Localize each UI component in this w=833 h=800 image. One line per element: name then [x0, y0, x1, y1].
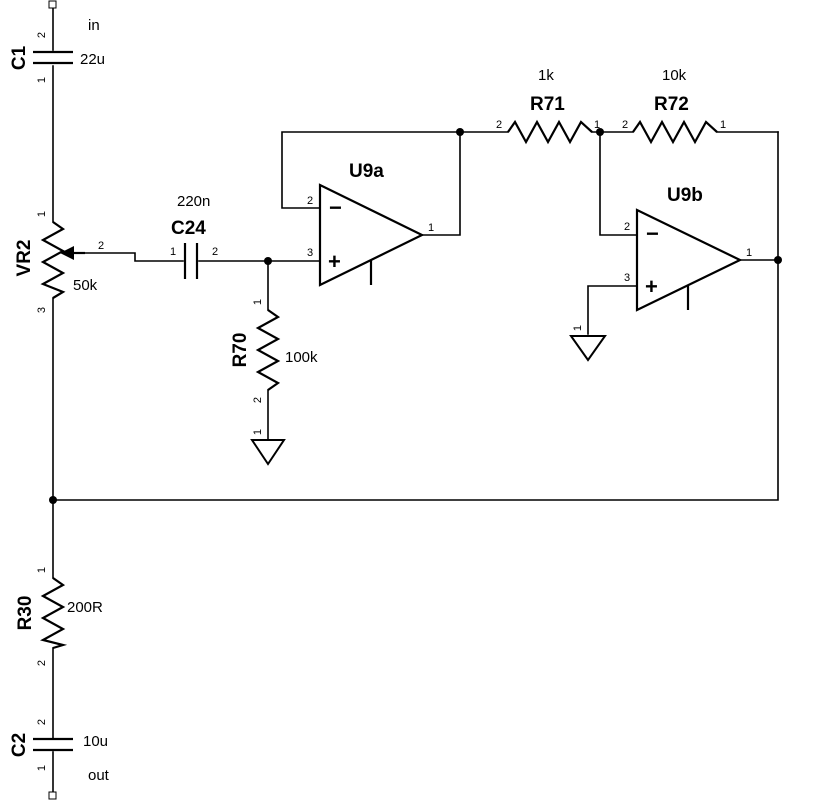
junction-u9b-out [774, 256, 782, 264]
potentiometer-vr2[interactable]: VR2 50k 1 2 3 [14, 211, 104, 313]
ground-r70-symbol [250, 439, 286, 466]
c24-pin-1: 1 [170, 246, 176, 258]
r30-value: 200R [67, 599, 103, 616]
wires [52, 7, 779, 793]
r30-pin-2: 2 [36, 660, 48, 666]
resistor-r70[interactable]: R70 100k 1 2 [230, 299, 318, 403]
wire-u9a-out [421, 131, 461, 236]
port-in-terminal[interactable] [48, 0, 57, 9]
c2-value: 10u [83, 733, 108, 750]
vr2-pin-1: 1 [36, 211, 48, 217]
r72-pin-1: 1 [720, 119, 726, 131]
c1-pin-2: 2 [36, 32, 48, 38]
u9a-ref: U9a [349, 161, 384, 182]
port-out-label: out [88, 767, 110, 784]
u9a-noninv-sign: + [328, 249, 341, 274]
wire-feedback-return [52, 259, 779, 501]
opamp-u9a[interactable]: − + U9a 2 3 1 [307, 161, 434, 287]
junction-u9a-feedback [456, 128, 464, 136]
capacitor-c2[interactable]: C2 10u 2 1 [9, 719, 108, 771]
r71-ref: R71 [530, 94, 565, 115]
u9b-inv-sign: − [646, 221, 659, 246]
r71-pin-1: 1 [594, 119, 600, 131]
port-out[interactable]: out [48, 767, 110, 800]
r70-pin-2: 2 [252, 397, 264, 403]
opamp-u9b[interactable]: − + U9b 2 3 1 [624, 185, 752, 312]
u9a-pin-2: 2 [307, 195, 313, 207]
vr2-wiper-arrow [60, 246, 74, 260]
ground-u9b: 1 [569, 325, 607, 362]
ground-u9b-pin: 1 [572, 325, 584, 331]
junction-feedback-left [49, 496, 57, 504]
vr2-pin-2: 2 [98, 240, 104, 252]
c24-pin-2: 2 [212, 246, 218, 258]
junction-c24-r70 [264, 257, 272, 265]
wire-u9a-feedback [281, 131, 461, 209]
ground-r70: 1 [250, 429, 286, 466]
port-in[interactable]: in [48, 0, 100, 34]
c1-ref: C1 [9, 45, 30, 70]
c24-value: 220n [177, 193, 210, 210]
c2-ref: C2 [9, 733, 30, 757]
u9b-pin-3: 3 [624, 272, 630, 284]
c2-pin-1: 1 [36, 765, 48, 771]
u9b-pin-1: 1 [746, 247, 752, 259]
vr2-pin-3: 3 [36, 307, 48, 313]
r30-zigzag [40, 577, 68, 650]
port-out-terminal[interactable] [48, 791, 57, 800]
u9b-ref: U9b [667, 185, 703, 206]
r70-value: 100k [285, 349, 318, 366]
u9a-inv-sign: − [329, 195, 342, 220]
wire-wiper-c24 [84, 252, 184, 262]
wire-u9b-plus-gnd [587, 285, 638, 335]
vr2-ref: VR2 [14, 240, 35, 277]
capacitor-c1[interactable]: C1 22u 2 1 [9, 32, 105, 83]
u9b-noninv-sign: + [645, 274, 658, 299]
r72-pin-2: 2 [622, 119, 628, 131]
u9a-pin-3: 3 [307, 247, 313, 259]
r71-value: 1k [538, 67, 554, 84]
resistor-r71[interactable]: 1k R71 2 1 [496, 67, 600, 145]
r72-zigzag [632, 119, 718, 145]
u9b-pin-2: 2 [624, 221, 630, 233]
ground-u9b-symbol [569, 335, 607, 362]
c24-ref: C24 [171, 218, 206, 239]
ground-r70-pin: 1 [252, 429, 264, 435]
c2-pin-2: 2 [36, 719, 48, 725]
wire-junction-u9b-minus [599, 131, 638, 236]
r30-pin-1: 1 [36, 567, 48, 573]
r70-ref: R70 [230, 333, 251, 368]
junction-r71-r72 [596, 128, 604, 136]
capacitor-c24[interactable]: 220n C24 1 2 [170, 193, 218, 279]
r70-zigzag [255, 309, 281, 391]
c1-value: 22u [80, 51, 105, 68]
r30-ref: R30 [15, 596, 36, 631]
r70-pin-1: 1 [252, 299, 264, 305]
r72-value: 10k [662, 67, 687, 84]
r72-ref: R72 [654, 94, 689, 115]
junctions [49, 128, 782, 504]
resistor-r72[interactable]: 10k R72 2 1 [622, 67, 726, 145]
r71-zigzag [507, 119, 593, 145]
resistor-r30[interactable]: R30 200R 1 2 [15, 567, 103, 666]
c1-pin-1: 1 [36, 77, 48, 83]
vr2-zigzag [40, 221, 66, 299]
vr2-value: 50k [73, 277, 98, 294]
r71-pin-2: 2 [496, 119, 502, 131]
port-in-label: in [88, 17, 100, 34]
u9a-pin-1: 1 [428, 222, 434, 234]
